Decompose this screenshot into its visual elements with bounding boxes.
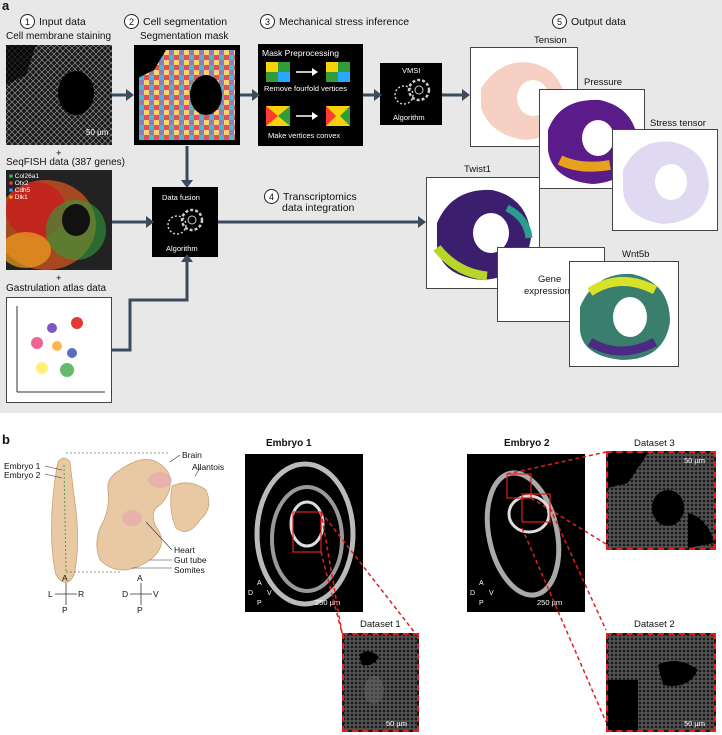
axis2-p: P <box>137 605 143 615</box>
embryo1-axis-v: V <box>267 590 272 597</box>
vmsi-algorithm-label: Algorithm <box>393 113 425 122</box>
axis2-v: V <box>153 589 159 599</box>
anat-gut-tube: Gut tube <box>174 555 207 565</box>
gear-icon <box>394 78 431 105</box>
embryo1-tag: Embryo 1 <box>4 461 41 471</box>
embryo2-tag: Embryo 2 <box>4 470 41 480</box>
embryo2-axis-a: A <box>479 580 484 587</box>
dataset1-image: 50 µm <box>342 633 419 732</box>
membrane-label: Cell membrane staining <box>6 31 112 42</box>
axis2-a: A <box>137 573 143 583</box>
dataset1-label: Dataset 1 <box>360 619 401 630</box>
seqfish-legend: ■ Col26a1 ■ Otx2 ■ Cdh5 ■ Dlk1 <box>9 173 39 201</box>
membrane-image <box>6 45 112 145</box>
embryo1-axis-p: P <box>257 600 262 607</box>
stress-label: Stress tensor <box>650 118 706 129</box>
atlas-umap <box>6 297 112 403</box>
atlas-label: Gastrulation atlas data <box>6 283 107 294</box>
embryo2-title: Embryo 2 <box>504 438 550 449</box>
embryo2-axis-d: D <box>470 590 476 597</box>
panel-a-label: a <box>2 0 10 13</box>
legend-col26a1: Col26a1 <box>14 173 39 180</box>
convex-label: Make vertices convex <box>268 131 341 140</box>
anat-allantois: Allantois <box>192 462 225 472</box>
axis1-p: P <box>62 605 68 615</box>
twist1-label: Twist1 <box>464 164 491 175</box>
step4-title: Transcriptomics <box>283 190 357 203</box>
step5-number: 5 <box>552 14 567 29</box>
fusion-algorithm-label: Algorithm <box>166 244 198 253</box>
anat-somites: Somites <box>174 565 205 575</box>
fusion-label: Data fusion <box>162 193 200 202</box>
embryo2-scale: 250 µm <box>537 598 563 607</box>
step3-title: Mechanical stress inference <box>279 15 410 28</box>
panel-b-label: b <box>2 432 10 447</box>
mask-label: Segmentation mask <box>140 31 229 42</box>
step5-title: Output data <box>571 15 626 28</box>
seqfish-label: SeqFISH data (387 genes) <box>6 157 125 168</box>
gene-label: Gene <box>538 274 562 285</box>
step4-number: 4 <box>264 189 279 204</box>
embryo1-title: Embryo 1 <box>266 438 312 449</box>
dataset2-scale: 50 µm <box>684 719 705 728</box>
axis1-r: R <box>78 589 85 599</box>
zoom-connectors <box>320 451 607 723</box>
embryo1-axis-a: A <box>257 580 262 587</box>
dataset3-scale: 50 µm <box>684 456 705 465</box>
dataset3-label: Dataset 3 <box>634 438 675 449</box>
dataset2-image: 50 µm <box>606 633 716 732</box>
panel-a-arrows <box>112 89 470 352</box>
vmsi-label: VMSI <box>402 66 421 75</box>
plus-2: + <box>56 273 62 284</box>
embryo2-axis-v: V <box>489 590 494 597</box>
legend-otx2: Otx2 <box>14 180 29 187</box>
seqfish-image: ■ Col26a1 ■ Otx2 ■ Cdh5 ■ Dlk1 <box>6 170 112 270</box>
embryo2-axis-p: P <box>479 600 484 607</box>
step2-header: 2 Cell segmentation <box>124 14 227 29</box>
anat-heart: Heart <box>174 545 195 555</box>
dataset3-image: 50 µm <box>606 451 716 550</box>
step4-header: 4 Transcriptomics <box>264 189 357 204</box>
axis1-l: L <box>48 589 53 599</box>
pressure-label: Pressure <box>584 77 623 88</box>
vmsi-box: VMSI Algorithm <box>380 63 442 125</box>
step2-title: Cell segmentation <box>143 15 228 28</box>
step1-title: Input data <box>39 15 86 28</box>
step1-header: 1 Input data <box>20 14 86 29</box>
step1-number: 1 <box>20 14 35 29</box>
embryo1-image: 250 µm A D V P <box>245 454 363 612</box>
axis1-a: A <box>62 573 68 583</box>
step3-number: 3 <box>260 14 275 29</box>
step3-header: 3 Mechanical stress inference <box>260 14 409 29</box>
plus-1: + <box>56 148 62 159</box>
segmentation-mask-image <box>134 45 240 145</box>
embryo1-scale: 250 µm <box>315 598 341 607</box>
data-fusion-box: Data fusion Algorithm <box>152 187 218 257</box>
step2-number: 2 <box>124 14 139 29</box>
wnt5b-map <box>569 261 679 367</box>
legend-dlk1: Dlk1 <box>14 194 28 201</box>
embryo-illustration <box>44 452 210 605</box>
preprocessing-box: Mask Preprocessing Remove fourfold verti… <box>258 44 363 146</box>
membrane-scale: 50 µm <box>86 128 109 137</box>
wnt5b-label: Wnt5b <box>622 249 650 260</box>
legend-cdh5: Cdh5 <box>14 187 31 194</box>
dataset2-label: Dataset 2 <box>634 619 675 630</box>
preproc-title: Mask Preprocessing <box>262 48 340 58</box>
tension-label: Tension <box>534 35 567 46</box>
dataset1-scale: 50 µm <box>386 719 407 728</box>
gear-icon-2 <box>167 208 204 235</box>
anat-brain: Brain <box>182 450 202 460</box>
expression-label: expression <box>524 286 570 297</box>
embryo1-axis-d: D <box>248 590 254 597</box>
step4-title2: data integration <box>282 202 355 214</box>
stress-tensor-map <box>612 129 718 231</box>
step5-header: 5 Output data <box>552 14 626 29</box>
remove-label: Remove fourfold vertices <box>264 84 347 93</box>
preproc-icons <box>266 62 350 126</box>
axis2-d: D <box>122 589 129 599</box>
